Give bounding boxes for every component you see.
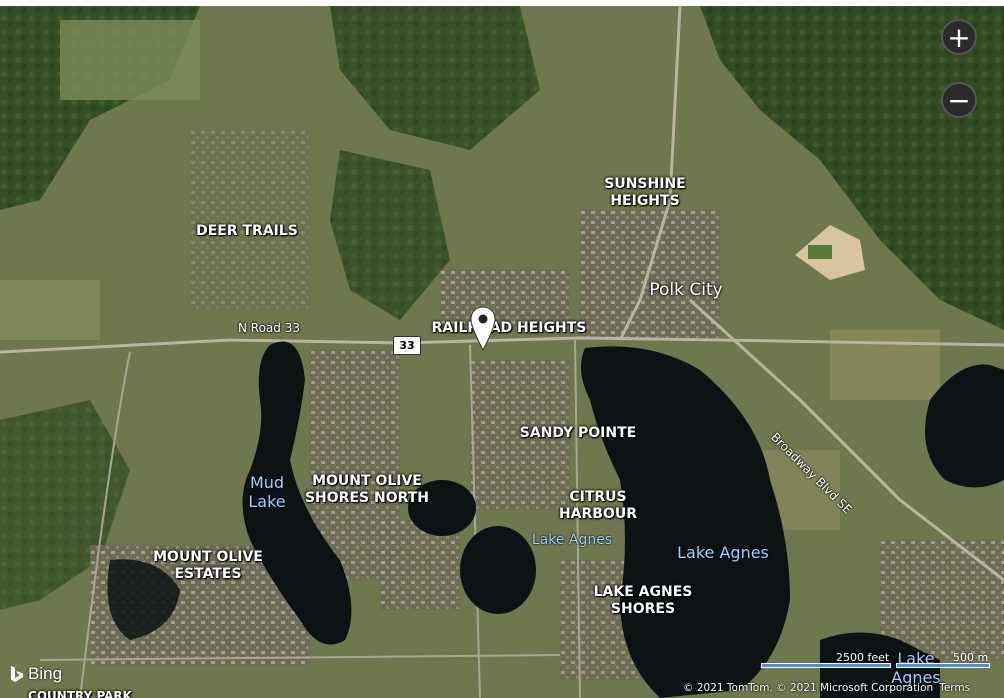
scale-metric-bar xyxy=(896,663,990,668)
bing-logo-icon xyxy=(11,666,23,682)
zoom-in-button[interactable]: + xyxy=(941,19,977,55)
place-label-mount-olive-shores-north: MOUNT OLIVE SHORES NORTH xyxy=(304,473,430,506)
bing-branding[interactable]: Bing xyxy=(10,664,62,684)
place-label-citrus-harbour: CITRUS HARBOUR xyxy=(558,489,638,522)
place-label-railroad-heights: RAILROAD HEIGHTS xyxy=(431,320,587,336)
place-label-deer-trails: DEER TRAILS xyxy=(196,223,298,239)
place-label-mount-olive-estates: MOUNT OLIVE ESTATES xyxy=(153,549,263,582)
place-label-lake-agnes-shores: LAKE AGNES SHORES xyxy=(593,584,693,617)
water-label-mud-lake: Mud Lake xyxy=(248,473,286,511)
place-label-sandy-pointe: SANDY POINTE xyxy=(519,425,637,441)
bing-label: Bing xyxy=(28,664,63,683)
attribution-text: © 2021 TomTom, © 2021 Microsoft Corporat… xyxy=(683,682,934,694)
place-label-partial-bottom: COUNTRY PARK xyxy=(28,689,132,698)
zoom-out-button[interactable]: − xyxy=(941,82,977,118)
city-label-polk-city: Polk City xyxy=(649,280,723,300)
scale-metric-label: 500 m xyxy=(953,651,989,664)
route-33-shield: 33 xyxy=(393,336,421,355)
water-label-lake-agnes: Lake Agnes xyxy=(677,543,769,562)
scale-imperial-label: 2500 feet xyxy=(836,651,890,664)
scale-imperial-bar xyxy=(761,663,891,668)
terms-link[interactable]: Terms xyxy=(939,682,971,694)
road-label-n-road-33: N Road 33 xyxy=(238,321,300,335)
attribution: © 2021 TomTom, © 2021 Microsoft Corporat… xyxy=(683,682,970,694)
water-label-lake-agnes-small: Lake Agnes xyxy=(531,532,613,548)
place-label-sunshine-heights: SUNSHINE HEIGHTS xyxy=(604,176,686,209)
